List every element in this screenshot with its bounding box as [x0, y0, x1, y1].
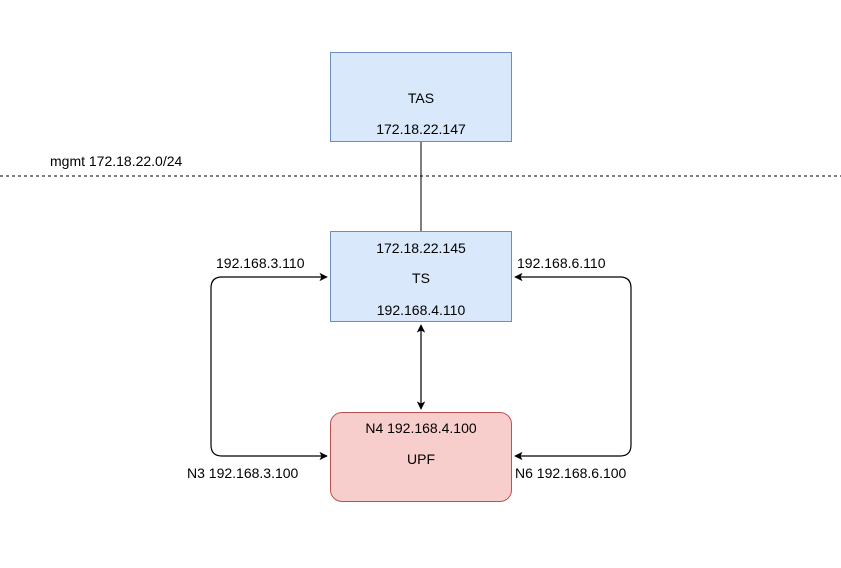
- ts-ip-bottom: 192.168.4.110: [376, 302, 466, 318]
- tas-ip: 172.18.22.147: [376, 121, 466, 137]
- upf-name: UPF: [407, 451, 435, 467]
- tas-node[interactable]: [330, 52, 512, 142]
- n3-ts-ip-label: 192.168.3.110: [216, 255, 305, 271]
- ts-upf-n6-link: [514, 272, 632, 461]
- upf-n4-ip: N4 192.168.4.100: [365, 420, 477, 436]
- upf-node[interactable]: [330, 412, 512, 502]
- ts-upf-n3-link: [210, 272, 328, 461]
- ts-node[interactable]: [330, 231, 512, 322]
- n6-ts-ip-label: 192.168.6.110: [517, 255, 606, 271]
- n3-upf-ip-label: N3 192.168.3.100: [187, 465, 299, 481]
- n6-upf-ip-label: N6 192.168.6.100: [515, 465, 627, 481]
- ts-ip-top: 172.18.22.145: [376, 240, 466, 256]
- ts-name: TS: [412, 270, 430, 286]
- tas-name: TAS: [407, 90, 435, 106]
- mgmt-network-label: mgmt 172.18.22.0/24: [50, 153, 183, 169]
